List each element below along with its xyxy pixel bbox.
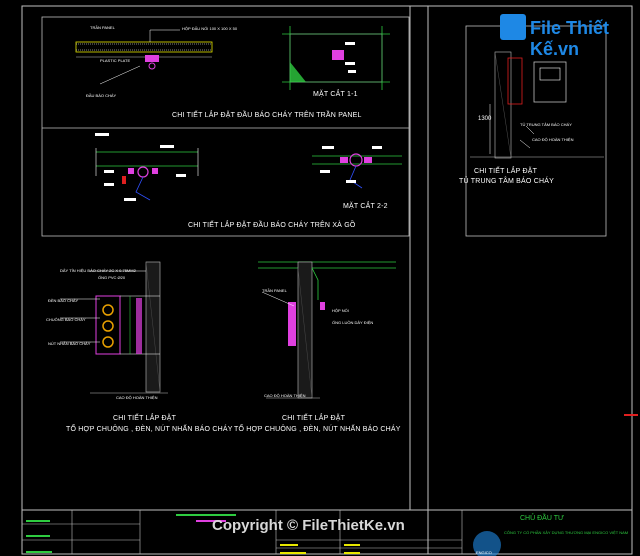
caption-section-2-2: MẶT CẮT 2-2: [343, 203, 388, 210]
caption-panel-ceiling: CHI TIẾT LẮP ĐẶT ĐẦU BÁO CHÁY TRÊN TRẦN …: [172, 112, 362, 119]
watermark-logo: File Thiết Kế.vn: [500, 10, 610, 59]
label-center-cabinet: TỦ TRUNG TÂM BÁO CHÁY: [520, 122, 572, 127]
panel-detail-box: [41, 16, 410, 237]
combo-right-detail: [258, 261, 396, 399]
caption-wood-ceiling: CHI TIẾT LẮP ĐẶT ĐẦU BÁO CHÁY TRÊN XÀ GỒ: [188, 222, 356, 229]
title-owner-label: CHỦ ĐẦU TƯ: [520, 515, 564, 522]
panel-ceiling-section: [75, 29, 213, 85]
label-panel-right: TRẦN PANEL: [262, 288, 287, 293]
title-block-entries: [26, 514, 501, 556]
title-block: [22, 510, 463, 554]
label-conduit-spec: ỐNG PVC Ø20: [98, 275, 126, 280]
label-panel-top: TRẦN PANEL: [90, 25, 115, 30]
drawing-frame: [21, 5, 633, 555]
caption-combo-left-line2: TỔ HỢP CHUÔNG , ĐÈN, NÚT NHẤN BÁO CHÁY: [66, 426, 233, 433]
caption-combo-left-line1: CHI TIẾT LẮP ĐẶT: [113, 415, 177, 422]
label-alarm-bell: CHUÔNG BÁO CHÁY: [46, 317, 86, 322]
label-push-button: NÚT NHẤN BÁO CHÁY: [48, 341, 91, 346]
label-floor-left: CAO ĐỘ HOÀN THIỆN: [116, 395, 158, 400]
caption-combo-right-line1: CHI TIẾT LẮP ĐẶT: [282, 415, 346, 422]
logo-text: File Thiết Kế.vn: [530, 18, 610, 59]
caption-center-line1: CHI TIẾT LẮP ĐẶT: [474, 168, 538, 175]
caption-center-line2: TỦ TRUNG TÂM BÁO CHÁY: [459, 178, 554, 185]
watermark-copyright: Copyright © FileThietKe.vn: [212, 517, 405, 534]
caption-section-1-1: MẶT CẮT 1-1: [313, 91, 358, 98]
label-junction-box: HỘP NỐI: [332, 308, 349, 313]
combo-left-detail: [60, 261, 168, 394]
label-conduit-right: ỐNG LUỒN DÂY ĐIỆN: [332, 320, 374, 325]
section-2-2: [312, 146, 402, 189]
label-wire-spec: DÂY TÍN HIỆU BÁO CHÁY 2C X 0.75MM2: [60, 268, 136, 273]
caption-combo-right-line2: TỔ HỢP CHUÔNG , ĐÈN, NÚT NHẤN BÁO CHÁY: [234, 426, 401, 433]
label-plastic-plate: PLASTIC PLATE: [100, 58, 131, 63]
label-detector-spec: HỘP ĐẤU NỐI 100 X 100 X 50: [182, 26, 238, 31]
logo-icon: [500, 14, 526, 40]
title-logo: ENGICO: [476, 550, 492, 555]
section-1-1-plan: [282, 26, 390, 90]
label-floor-right: CAO ĐỘ HOÀN THIỆN: [264, 393, 306, 398]
label-detector-base: ĐẦU BÁO CHÁY: [86, 93, 117, 98]
label-dim-1300: 1300: [478, 116, 492, 122]
wood-ceiling-section: [95, 133, 199, 201]
center-cabinet-box: [465, 25, 607, 237]
label-finished-floor: CAO ĐỘ HOÀN THIỆN: [532, 137, 574, 142]
title-company: CÔNG TY CỔ PHẦN XÂY DỰNG THƯƠNG MẠI ENGI…: [504, 530, 629, 535]
label-alarm-light: ĐÈN BÁO CHÁY: [48, 298, 79, 303]
red-mark: [624, 414, 638, 416]
